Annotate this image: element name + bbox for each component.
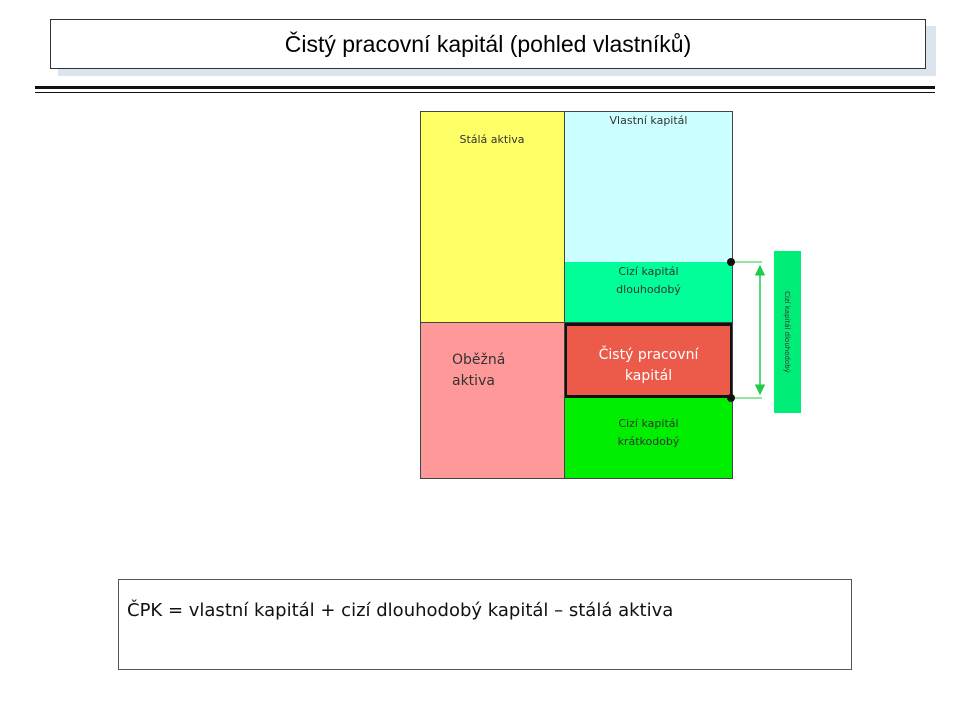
page-title: Čistý pracovní kapitál (pohled vlastníků… <box>284 30 692 57</box>
cizi-kratkodoby-label-line1: Cizí kapitál <box>618 417 679 430</box>
title-rule-thin <box>35 92 935 93</box>
vlastni-kapital-label: Vlastní kapitál <box>609 114 688 127</box>
cisty-pracovni-kapital-block: Čistý pracovní kapitál <box>564 323 733 398</box>
cisty-pk-label-line2: kapitál <box>624 368 673 384</box>
cisty-pk-label-line1: Čistý pracovní <box>598 347 699 363</box>
cizi-kratkodoby-label-line2: krátkodobý <box>617 435 680 448</box>
cizi-kapital-dlouhodoby-block: Cizí kapitál dlouhodobý <box>564 262 733 323</box>
obezna-aktiva-label-line2: aktiva <box>452 373 495 389</box>
column-divider <box>564 111 565 479</box>
cizi-dlouhodoby-label-line2: dlouhodobý <box>616 283 681 296</box>
vlastni-kapital-block: Vlastní kapitál <box>564 111 733 262</box>
left-column-divider <box>420 322 733 323</box>
cizi-dlouhodoby-label-line1: Cizí kapitál <box>618 265 679 278</box>
title-rule-thick <box>35 86 935 89</box>
formula-box: ČPK = vlastní kapitál + cizí dlouhodobý … <box>118 579 852 670</box>
formula-text: ČPK = vlastní kapitál + cizí dlouhodobý … <box>127 600 674 621</box>
side-bar-label: Cizí kapitál dlouhodobý <box>783 291 791 373</box>
side-bar-cizi-kapital <box>774 251 801 413</box>
stala-aktiva-block: Stálá aktiva <box>420 111 564 323</box>
obezna-aktiva-label-line1: Oběžná <box>452 352 506 368</box>
obezna-aktiva-block: Oběžná aktiva <box>420 323 564 479</box>
stala-aktiva-label: Stálá aktiva <box>459 133 525 146</box>
title-box: Čistý pracovní kapitál (pohled vlastníků… <box>50 19 926 69</box>
